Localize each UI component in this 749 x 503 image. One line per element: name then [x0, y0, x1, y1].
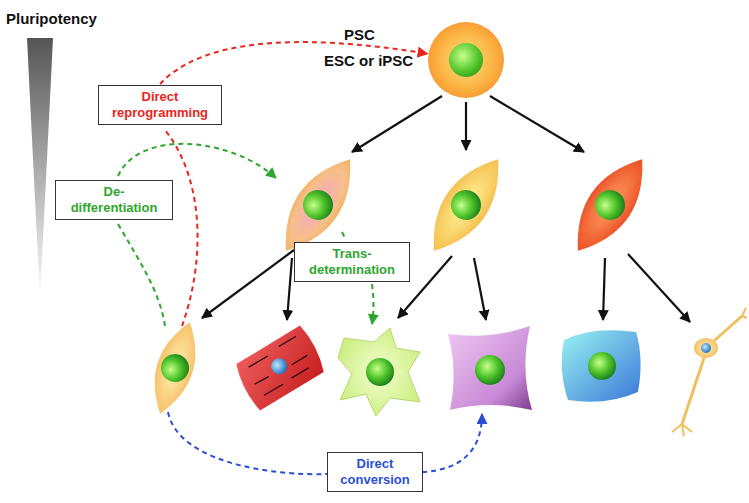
- progenitor-cell: [560, 147, 660, 264]
- blood-cell: [562, 330, 641, 402]
- nucleus: [449, 43, 483, 77]
- gradient-wedge: [27, 38, 53, 300]
- cell-label: ESC or iPSC: [324, 52, 413, 69]
- muscle-cell: [231, 324, 330, 413]
- secretory-cell: [448, 326, 532, 410]
- process-box: Direct reprogramming: [98, 85, 222, 125]
- neuron-cell: [672, 308, 747, 436]
- axis-label: Pluripotency: [6, 10, 97, 27]
- stem-cell: PSCESC or iPSC: [428, 22, 504, 98]
- differentiation-arrows: [202, 96, 690, 322]
- process-label: Trans-determination: [301, 246, 403, 278]
- fibroblast-cell: [143, 317, 207, 419]
- process-label: Direct conversion: [334, 456, 416, 488]
- dashed-arrow: [160, 42, 428, 84]
- process-label: De-differentiation: [62, 184, 166, 216]
- progenitor-cell: [416, 147, 516, 264]
- epithelial-cell: [338, 328, 420, 416]
- cell-label: PSC: [344, 26, 375, 43]
- process-box: Trans-determination: [294, 242, 410, 282]
- process-box: De-differentiation: [55, 180, 173, 220]
- process-label: Direct reprogramming: [105, 89, 215, 121]
- process-box: Direct conversion: [327, 452, 423, 492]
